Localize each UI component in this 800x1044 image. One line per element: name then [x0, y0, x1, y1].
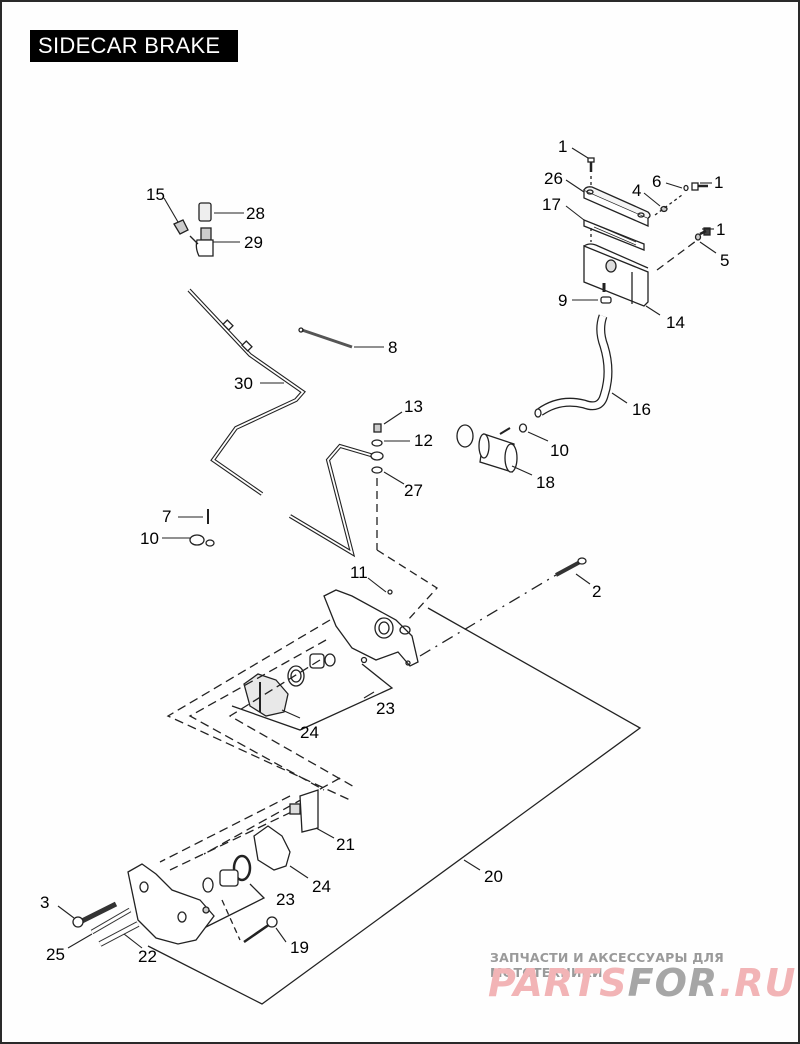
callout-19: 19 — [290, 938, 309, 957]
callout-15: 15 — [146, 185, 165, 204]
callout-20: 20 — [484, 867, 503, 886]
washer-part-5 — [694, 233, 702, 241]
caliper-inner-half — [127, 863, 215, 945]
pin-part-22 — [98, 921, 140, 947]
nut-part-15 — [173, 219, 189, 235]
caliper-outer-half — [323, 589, 419, 667]
callout-24: 24 — [300, 723, 319, 742]
callout-24: 24 — [312, 877, 331, 896]
callout-12: 12 — [414, 431, 433, 450]
watermark-logo: PARTSFOR.RU — [488, 963, 796, 1003]
callout-10: 10 — [550, 441, 569, 460]
hose-part-16 — [534, 314, 613, 418]
screw-part-1-top — [587, 157, 595, 186]
bracket-line-23-lower — [199, 883, 266, 931]
oring-part-6 — [683, 184, 689, 192]
callout-5: 5 — [720, 251, 729, 270]
callout-26: 26 — [544, 169, 563, 188]
watermark-logo-for: FOR — [627, 961, 719, 1005]
bolt-part-2 — [555, 557, 587, 577]
callout-1: 1 — [716, 220, 725, 239]
callout-3: 3 — [40, 893, 49, 912]
callout-2: 2 — [592, 582, 601, 601]
callout-13: 13 — [404, 397, 423, 416]
brake-pad-lower-part-24 — [253, 825, 291, 871]
callout-28: 28 — [246, 204, 265, 223]
bracket-line-20 — [147, 607, 642, 1005]
tee-fitting-part-29 — [189, 227, 214, 257]
assembly-dashed-lines — [159, 619, 357, 871]
callout-14: 14 — [666, 313, 685, 332]
bracket-line-23-upper — [231, 663, 394, 731]
reservoir-part-18 — [456, 424, 518, 473]
watermark-logo-parts: PARTS — [488, 961, 628, 1005]
callout-30: 30 — [234, 374, 253, 393]
brake-line-lower — [288, 443, 375, 558]
piston-assembly-lower-part-23 — [202, 854, 252, 893]
callout-21: 21 — [336, 835, 355, 854]
reservoir-body-part-14 — [583, 243, 649, 307]
screw-part-1-lower — [699, 227, 711, 236]
leader-lines — [57, 147, 717, 949]
callout-29: 29 — [244, 233, 263, 252]
callout-25: 25 — [46, 945, 65, 964]
bleeder-part-11 — [387, 589, 393, 595]
callout-10: 10 — [140, 529, 159, 548]
callout-4: 4 — [632, 181, 641, 200]
callout-7: 7 — [162, 507, 171, 526]
washer-part-27 — [371, 466, 383, 474]
clamp-part-10-upper — [518, 423, 528, 433]
callout-17: 17 — [542, 195, 561, 214]
brake-line-part-30 — [187, 288, 306, 496]
banjo-fitting — [370, 451, 384, 461]
callout-23: 23 — [376, 699, 395, 718]
reservoir-cover-part-26 — [583, 186, 651, 227]
callout-22: 22 — [138, 947, 157, 966]
banjo-bolt-part-13 — [373, 423, 382, 433]
bleeder-valve-part-19 — [243, 916, 278, 944]
bolt-part-3 — [72, 901, 118, 928]
callout-6: 6 — [652, 172, 661, 191]
watermark-logo-ru: .RU — [718, 961, 797, 1005]
pin-part-25 — [90, 907, 132, 935]
callout-9: 9 — [558, 291, 567, 310]
cable-tie-part-8 — [298, 327, 353, 349]
callout-16: 16 — [632, 400, 651, 419]
washer-part-12 — [371, 439, 383, 447]
page-title: SIDECAR BRAKE — [30, 30, 238, 62]
callout-18: 18 — [536, 473, 555, 492]
callout-27: 27 — [404, 481, 423, 500]
master-cylinder-group — [583, 157, 711, 307]
callout-1: 1 — [714, 173, 723, 192]
grommet-part-9 — [600, 296, 612, 304]
callout-1: 1 — [558, 137, 567, 156]
piston-assembly-upper-part-23 — [287, 653, 336, 687]
callout-23: 23 — [276, 890, 295, 909]
callout-8: 8 — [388, 338, 397, 357]
watermark-subtitle: ЗАПЧАСТИ И АКСЕССУАРЫ ДЛЯ МОТОТЕХНИКИ — [490, 950, 724, 980]
callout-11: 11 — [350, 563, 368, 582]
shim-part-21 — [289, 789, 319, 833]
gasket-part-17 — [583, 219, 645, 251]
sleeve-part-28 — [198, 202, 212, 222]
brake-pad-upper-part-24 — [243, 673, 289, 717]
callout-labels: 1 1 1 2 3 4 5 6 7 8 9 10 10 11 12 13 14 … — [40, 137, 729, 966]
screw-part-1-side — [691, 182, 708, 191]
clamp-part-10-lower — [189, 534, 215, 547]
